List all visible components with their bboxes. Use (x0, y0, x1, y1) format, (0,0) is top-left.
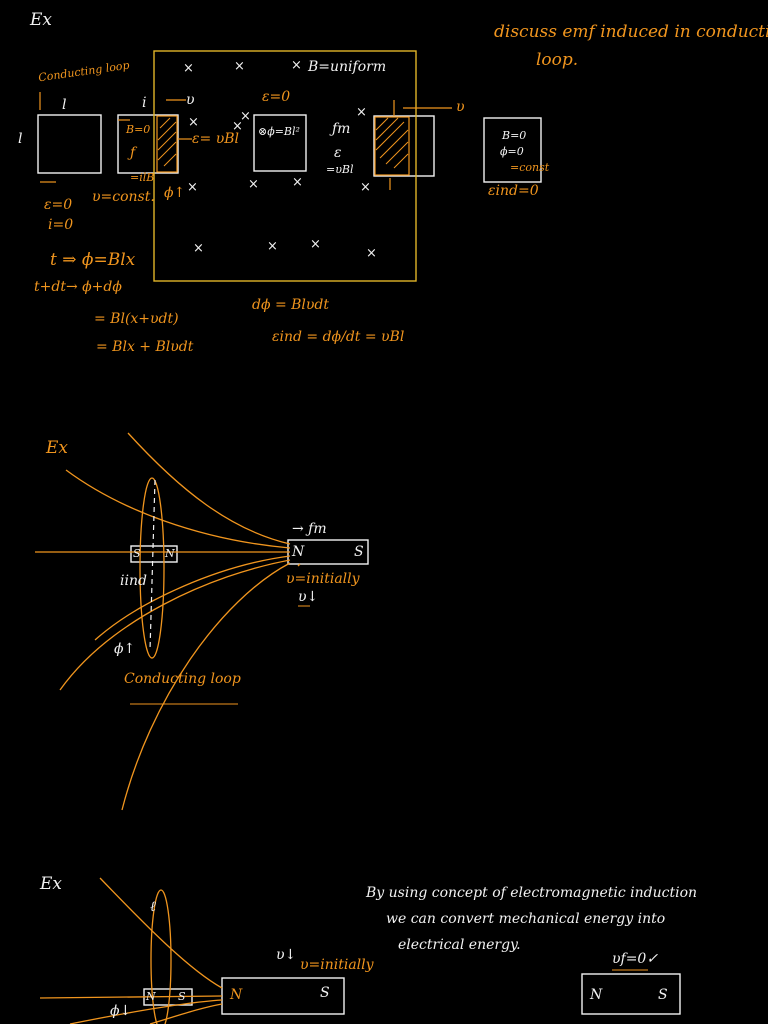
field-lines-section3 (39, 877, 223, 1024)
equation-eind: εind = dϕ/dt = υBl (272, 329, 405, 345)
flux-increasing-2: ϕ↑ (114, 641, 136, 657)
current-label: i (142, 95, 147, 111)
flux-decreasing-3: ϕ↓ (110, 1003, 132, 1019)
emf-exit: ε (334, 145, 342, 161)
svg-text:×: × (232, 119, 243, 134)
velocity-decreasing: υ↓ (298, 589, 319, 605)
emf-zero-inside: ε=0 (262, 89, 291, 105)
loop-entering (117, 114, 179, 174)
magnet2-pole-s: S (658, 987, 668, 1003)
velocity-decreasing-3: υ↓ (276, 947, 297, 963)
svg-text:×: × (248, 177, 259, 192)
svg-text:×: × (188, 115, 199, 130)
note-line-1: By using concept of electromagnetic indu… (366, 885, 698, 901)
flux-zero: ϕ=0 (500, 145, 524, 158)
svg-text:×: × (360, 180, 371, 195)
induced-current-label: iind (120, 573, 147, 589)
svg-text:×: × (291, 58, 302, 73)
flux-bl2: ⊗ϕ=Bl² (258, 125, 300, 138)
note-line-3: electrical energy. (398, 937, 521, 953)
force-ilb: =ilB (130, 171, 155, 184)
ex-label-3: Ex (40, 874, 62, 894)
loop-pole-s-3: S (178, 990, 186, 1003)
task-line-1: discuss emf induced in conducting (494, 22, 768, 42)
svg-text:×: × (310, 237, 321, 252)
magnet-pole-n: N (292, 544, 305, 560)
b-uniform: B=uniform (308, 59, 387, 75)
magnet-pole-s-3: S (320, 985, 330, 1001)
ex-label-1: Ex (30, 10, 52, 30)
equation-1: t ⇒ ϕ=Blx (50, 250, 136, 270)
magnet2-pole-n: N (590, 987, 603, 1003)
emf-induced-zero: εind=0 (488, 183, 539, 199)
field-region (153, 50, 417, 282)
velocity-initially-3: υ=initially (300, 957, 374, 973)
current-zero-initial: i=0 (48, 217, 74, 233)
loop-pole-n-3: N (146, 990, 156, 1003)
equation-4: = Blx + Blυdt (96, 339, 194, 355)
loop-pole-n: N (165, 547, 175, 560)
const-label: =const (510, 161, 550, 174)
loop-initial (37, 114, 102, 174)
velocity-label: υ (186, 92, 195, 108)
b-zero-b: B=0 (502, 129, 527, 142)
magnet-pole-s: S (354, 544, 364, 560)
final-velocity-zero: υf=0✓ (612, 951, 659, 967)
svg-text:×: × (234, 59, 245, 74)
velocity-label-right: υ (456, 99, 465, 115)
velocity-const: υ=const. (92, 189, 155, 205)
magnetic-force-label: ƒm (332, 121, 351, 137)
svg-text:×: × (267, 239, 278, 254)
loop-outside (483, 117, 542, 183)
magnetic-force-2: → ƒm (292, 521, 327, 537)
length-label-left: l (18, 131, 23, 147)
length-label-top: l (62, 97, 67, 113)
equation-dphi: dϕ = Blυdt (252, 297, 329, 313)
velocity-initially: υ=initially (286, 571, 360, 587)
loop-magnet-box (130, 545, 178, 563)
svg-text:×: × (292, 175, 303, 190)
emf-vbl: ε= υBl (192, 131, 239, 147)
magnet-pole-n-3: N (230, 987, 243, 1003)
equation-2: t+dt→ ϕ+dϕ (34, 279, 122, 295)
ex-label-2: Ex (46, 438, 68, 458)
note-line-2: we can convert mechanical energy into (386, 911, 666, 927)
length-label-3: ℓ (150, 899, 156, 915)
svg-text:×: × (193, 241, 204, 256)
svg-text:×: × (187, 180, 198, 195)
equation-3: = Bl(x+υdt) (94, 311, 179, 327)
force-label-a: ƒ (130, 145, 136, 161)
b-zero-a: B=0 (126, 123, 151, 136)
svg-text:×: × (366, 246, 377, 261)
svg-text:×: × (240, 109, 251, 124)
bar-magnet-final (581, 973, 681, 1015)
loop-inside (253, 114, 307, 172)
loop-pole-s: S (133, 547, 141, 560)
loop-exiting (373, 115, 435, 177)
emf-zero-initial: ε=0 (44, 197, 73, 213)
task-line-2: loop. (536, 50, 579, 70)
emf-exit-vbl: =υBl (326, 163, 354, 176)
svg-text:×: × (183, 61, 194, 76)
svg-text:×: × (356, 105, 367, 120)
field-cross-marks: ××× ××× ××× ××× ××× (183, 58, 377, 261)
conducting-loop-label-2: Conducting loop (124, 671, 241, 687)
field-lines-section2 (35, 432, 301, 811)
loop-ellipse-2 (139, 477, 165, 659)
flux-increasing: ϕ↑ (164, 185, 186, 201)
